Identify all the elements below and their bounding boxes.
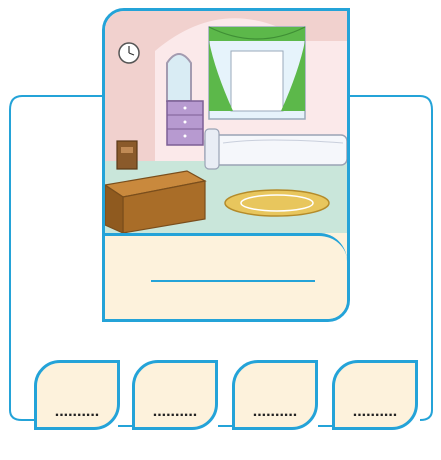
- mirror-icon: [166, 53, 192, 102]
- title-answer-slot[interactable]: [105, 233, 347, 319]
- answer-placeholder: ..........: [352, 403, 398, 420]
- clock-icon: [118, 42, 140, 64]
- answer-box-1[interactable]: ..........: [34, 360, 120, 430]
- window-icon: [208, 26, 306, 120]
- dresser-icon: [166, 100, 204, 146]
- bedroom-illustration: [105, 11, 347, 233]
- title-answer-line: [151, 280, 315, 282]
- rug-icon: [224, 189, 330, 217]
- bed-icon: [204, 128, 347, 170]
- picture-card: [102, 8, 350, 322]
- answer-placeholder: ..........: [54, 403, 100, 420]
- chair-icon: [116, 140, 138, 170]
- answer-placeholder: ..........: [252, 403, 298, 420]
- desk-icon: [105, 170, 207, 233]
- answer-placeholder: ..........: [152, 403, 198, 420]
- answer-box-2[interactable]: ..........: [132, 360, 218, 430]
- answer-box-4[interactable]: ..........: [332, 360, 418, 430]
- answer-box-3[interactable]: ..........: [232, 360, 318, 430]
